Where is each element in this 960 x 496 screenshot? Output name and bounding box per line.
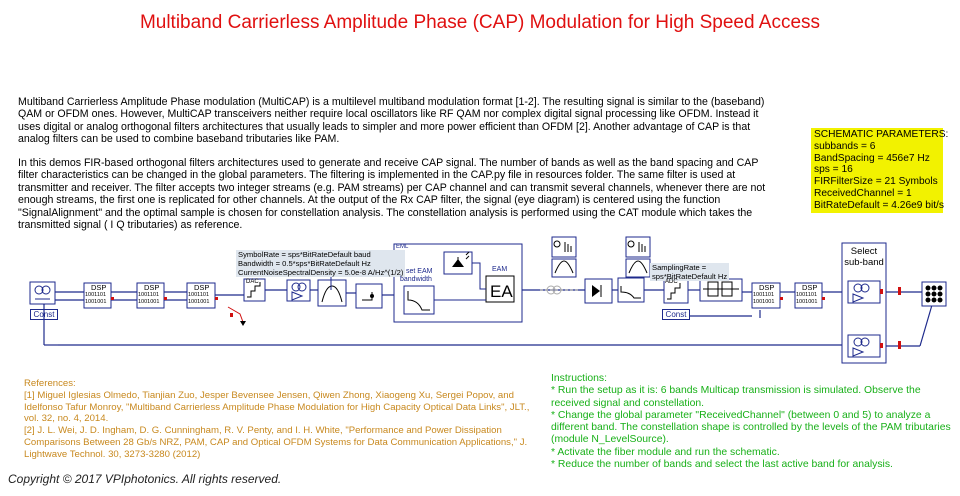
- electrical-filter-icon[interactable]: [317, 279, 347, 307]
- rx-dsp-block[interactable]: [794, 282, 823, 309]
- set-eam-label: set EAM: [406, 268, 433, 275]
- select-subband-block[interactable]: [841, 242, 887, 364]
- dac-block[interactable]: [227, 278, 266, 326]
- instructions: Instructions: * Run the setup as it is: …: [551, 373, 951, 471]
- driver-amplifier-icon[interactable]: [286, 279, 311, 302]
- dsp-bits: 1001101: [85, 292, 107, 298]
- dsp-block[interactable]: [136, 282, 165, 309]
- bias-block-icon[interactable]: [355, 283, 383, 309]
- signal-wires: [43, 284, 933, 347]
- instruction-item: * Activate the fiber module and run the …: [551, 446, 780, 458]
- dsp-label: DSP: [144, 283, 160, 292]
- instruction-item: * Reduce the number of bands and select …: [551, 459, 893, 471]
- instruction-item: * Run the setup as it is: 6 bands Multic…: [551, 385, 921, 409]
- description-paragraph-2: In this demos FIR-based orthogonal filte…: [18, 157, 766, 232]
- reference-item: [2] J. L. Wei, J. D. Ingham, D. G. Cunni…: [24, 425, 528, 460]
- dsp-bits: 1001101: [138, 292, 160, 298]
- pam-source-icon[interactable]: [29, 281, 56, 305]
- param-fir-filter-size: FIRFilterSize = 21 Symbols: [814, 176, 938, 188]
- sampling-rate-note: SamplingRate = sps*BitRateDefault Hz: [650, 263, 730, 281]
- optical-scope-icon[interactable]: [551, 236, 577, 278]
- dsp-block[interactable]: [83, 282, 112, 309]
- dsp-bits: 1001001: [85, 299, 107, 305]
- const-source-label[interactable]: Const: [662, 309, 690, 320]
- page-title: Multiband Carrierless Amplitude Phase (C…: [139, 12, 821, 33]
- dsp-bits: 1001101: [796, 292, 818, 298]
- photodiode-icon[interactable]: [584, 278, 613, 304]
- references: References: [1] Miguel Iglesias Olmedo, …: [24, 378, 536, 461]
- schematic-parameters[interactable]: SCHEMATIC PARAMETERS: subbands = 6 BandS…: [811, 128, 949, 213]
- fiber-coil-icon: [546, 285, 556, 295]
- reference-item: [1] Miguel Iglesias Olmedo, Tianjian Zuo…: [24, 389, 530, 425]
- eml-galaxy[interactable]: EA: [393, 243, 523, 323]
- tx-parameters-note: SymbolRate = sps*BitRateDefault baud Ban…: [236, 250, 406, 277]
- dac-label: DAC: [246, 279, 259, 285]
- param-sps: sps = 16: [814, 164, 853, 176]
- electrical-scope-icon[interactable]: [625, 236, 651, 278]
- instructions-header: Instructions:: [551, 373, 608, 384]
- schematic-parameters-header: SCHEMATIC PARAMETERS:: [814, 129, 949, 140]
- const-source-label[interactable]: Const: [30, 309, 58, 320]
- param-band-spacing: BandSpacing = 456e7 Hz: [814, 152, 930, 164]
- instruction-item: * Change the global parameter "ReceivedC…: [551, 409, 951, 446]
- description-paragraph-1: Multiband Carrierless Amplitude Phase mo…: [18, 96, 765, 146]
- eml-label: EML: [396, 244, 409, 250]
- port-markers: [111, 287, 901, 349]
- copyright-notice: Copyright © 2017 VPIphotonics. All right…: [8, 472, 282, 486]
- dsp-label: DSP: [759, 283, 775, 292]
- dsp-label: DSP: [802, 283, 818, 292]
- param-subbands: subbands = 6: [814, 140, 876, 152]
- dsp-bits: 1001001: [138, 299, 160, 305]
- dsp-label: DSP: [91, 283, 107, 292]
- references-header: References:: [24, 378, 76, 389]
- signal-alignment-block[interactable]: [699, 278, 743, 302]
- fiber-coil-icon: [552, 285, 562, 295]
- dsp-bits: 1001101: [188, 292, 210, 298]
- rx-filter-icon[interactable]: [617, 277, 645, 303]
- dsp-bits: 1001001: [188, 299, 210, 305]
- constellation-analyzer-icon[interactable]: [921, 281, 947, 307]
- rx-dsp-block[interactable]: [751, 282, 781, 309]
- svg-text:EA: EA: [490, 282, 513, 301]
- param-bitrate-default: BitRateDefault = 4.26e9 bit/s: [814, 199, 944, 211]
- select-subband-label: Select sub-band: [844, 246, 884, 268]
- dsp-bits: 1001101: [753, 292, 775, 298]
- eam-label: EAM: [492, 266, 508, 273]
- dsp-block[interactable]: [186, 282, 216, 309]
- adc-label: ADC: [665, 279, 678, 285]
- dsp-label: DSP: [194, 283, 210, 292]
- dsp-bits: 1001001: [796, 299, 818, 305]
- param-received-channel: ReceivedChannel = 1: [814, 187, 912, 199]
- dsp-bits: 1001001: [753, 299, 775, 305]
- bandwidth-label: bandwidth: [400, 276, 432, 283]
